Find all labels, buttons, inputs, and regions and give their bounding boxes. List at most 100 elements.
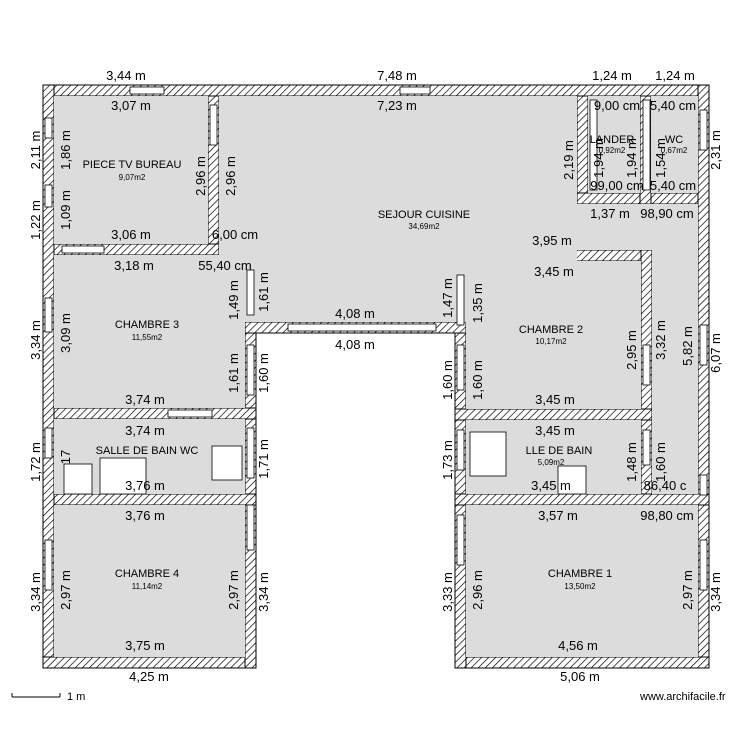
fixtures bbox=[63, 431, 587, 495]
room-area-sejour: 34,69m2 bbox=[408, 222, 440, 231]
dim-label: 5,40 cm bbox=[650, 98, 696, 113]
dim-label: 3,07 m bbox=[111, 98, 151, 113]
room-area-bureau: 9,07m2 bbox=[119, 173, 146, 182]
dim-label: 2,97 m bbox=[226, 570, 241, 610]
room-name-sdb-wc: SALLE DE BAIN WC bbox=[96, 445, 199, 457]
room-area-chambre3: 11,55m2 bbox=[132, 333, 163, 342]
room-area-chambre2: 10,17m2 bbox=[535, 337, 567, 346]
dim-label: 1,48 m bbox=[624, 442, 639, 482]
dim-label: 3,09 m bbox=[58, 313, 73, 353]
dim-label: 3,34 m bbox=[28, 320, 43, 360]
toilet bbox=[63, 463, 93, 495]
dim-label: 3,76 m bbox=[125, 478, 165, 493]
bathtub bbox=[99, 457, 147, 495]
dim-label: 1,61 m bbox=[256, 272, 271, 312]
dim-label: 5,40 cm bbox=[650, 178, 696, 193]
dim-label: 1,49 m bbox=[226, 280, 241, 320]
dim-label: 2,97 m bbox=[58, 570, 73, 610]
dim-label: 3,74 m bbox=[125, 423, 165, 438]
room-area-wc: 0,67m2 bbox=[661, 146, 688, 155]
dim-label: 6,07 m bbox=[708, 333, 723, 373]
dim-label: 5,82 m bbox=[680, 326, 695, 366]
dim-label: 99,00 cm bbox=[590, 178, 643, 193]
dim-label: 1,60 m bbox=[256, 353, 271, 393]
dim-label: 86,40 c bbox=[644, 478, 687, 493]
room-name-wc: WC bbox=[665, 134, 683, 146]
dimension-labels-horizontal: 3,44 m 7,48 m 1,24 m 1,24 m 3,07 m 7,23 … bbox=[106, 68, 696, 684]
dim-label: 2,96 m bbox=[223, 156, 238, 196]
dim-label: 1,54 m bbox=[653, 138, 668, 178]
scale-label: 1 m bbox=[67, 691, 85, 703]
dim-label: 3,33 m bbox=[440, 572, 455, 612]
dim-label: 1,60 m bbox=[653, 442, 668, 482]
dim-label: 2,97 m bbox=[680, 570, 695, 610]
room-area-chambre1: 13,50m2 bbox=[564, 582, 596, 591]
dim-label: 3,74 m bbox=[125, 392, 165, 407]
room-name-chambre4: CHAMBRE 4 bbox=[115, 568, 179, 580]
dim-label: 3,75 m bbox=[125, 638, 165, 653]
dim-label: 3,45 m bbox=[534, 264, 574, 279]
dim-label: 3,45 m bbox=[535, 392, 575, 407]
openings bbox=[44, 86, 708, 591]
dim-label: 1,73 m bbox=[440, 440, 455, 480]
dim-label: 3,32 m bbox=[653, 320, 668, 360]
dim-label: 1,37 m bbox=[590, 206, 630, 221]
dim-label: 3,95 m bbox=[532, 233, 572, 248]
dim-label: 1,94 m bbox=[591, 138, 606, 178]
room-name-chambre2: CHAMBRE 2 bbox=[519, 324, 583, 336]
sink-unit bbox=[557, 465, 587, 495]
dim-label: 98,90 cm bbox=[640, 206, 693, 221]
dim-label: 2,19 m bbox=[561, 140, 576, 180]
room-labels: PIECE TV BUREAU 9,07m2 SEJOUR CUISINE 34… bbox=[83, 134, 688, 591]
dim-label: 55,40 cm bbox=[198, 258, 251, 273]
dim-label: 3,45 m bbox=[535, 423, 575, 438]
dim-label: 2,95 m bbox=[624, 330, 639, 370]
dim-label: 6,00 cm bbox=[212, 227, 258, 242]
dim-label: 1,47 m bbox=[440, 278, 455, 318]
room-area-chambre4: 11,14m2 bbox=[132, 582, 163, 591]
dim-label: 3,06 m bbox=[111, 227, 151, 242]
shower-tray bbox=[469, 431, 507, 477]
dim-label: 3,34 m bbox=[256, 572, 271, 612]
dim-label: 1,72 m bbox=[28, 442, 43, 482]
dim-label: 7,48 m bbox=[377, 68, 417, 83]
dim-label: 3,57 m bbox=[538, 508, 578, 523]
room-name-sdb: LLE DE BAIN bbox=[526, 445, 593, 457]
dim-label: 4,08 m bbox=[335, 306, 375, 321]
scale-bar: 1 m bbox=[11, 691, 85, 703]
dim-label: 5,06 m bbox=[560, 669, 600, 684]
room-name-chambre3: CHAMBRE 3 bbox=[115, 319, 179, 331]
dim-label: 2,96 m bbox=[193, 156, 208, 196]
dim-label: 2,11 m bbox=[28, 131, 43, 170]
dim-label: 4,56 m bbox=[558, 638, 598, 653]
room-name-bureau: PIECE TV BUREAU bbox=[83, 159, 182, 171]
room-area-lander: 0,92m2 bbox=[599, 146, 626, 155]
room-area-sdb: 5,09m2 bbox=[538, 458, 565, 467]
dim-label: 1,09 m bbox=[58, 190, 73, 230]
floors bbox=[54, 96, 698, 657]
dim-label: 7,23 m bbox=[377, 98, 417, 113]
room-name-chambre1: CHAMBRE 1 bbox=[548, 568, 612, 580]
room-name-sejour: SEJOUR CUISINE bbox=[378, 209, 470, 221]
dim-label: 4,08 m bbox=[335, 337, 375, 352]
dim-label: 1,24 m bbox=[592, 68, 632, 83]
dim-label: 1,60 m bbox=[470, 360, 485, 400]
dim-label: 1,61 m bbox=[226, 353, 241, 393]
dim-label: 1,94 m bbox=[624, 138, 639, 178]
dim-label: 1,22 m bbox=[28, 200, 43, 240]
dim-label: 3,44 m bbox=[106, 68, 146, 83]
dim-label: 3,34 m bbox=[708, 572, 723, 612]
dim-label: 3,45 m bbox=[531, 478, 571, 493]
dim-label: 1,71 m bbox=[256, 439, 271, 479]
room-name-lander: LANDER bbox=[590, 134, 635, 146]
washbasin bbox=[211, 445, 243, 481]
dimension-labels-vertical: 2,11 m 1,22 m 1,86 m 1,09 m 2,96 m 2,96 … bbox=[28, 130, 723, 612]
dim-label: 3,76 m bbox=[125, 508, 165, 523]
dim-label: 98,80 cm bbox=[640, 508, 693, 523]
credit-text[interactable]: www.archifacile.fr bbox=[639, 691, 726, 703]
dim-label: 1,35 m bbox=[470, 283, 485, 323]
dim-label: 3,18 m bbox=[114, 258, 154, 273]
dim-label: 3,34 m bbox=[28, 572, 43, 612]
dim-label: 1,60 m bbox=[440, 360, 455, 400]
